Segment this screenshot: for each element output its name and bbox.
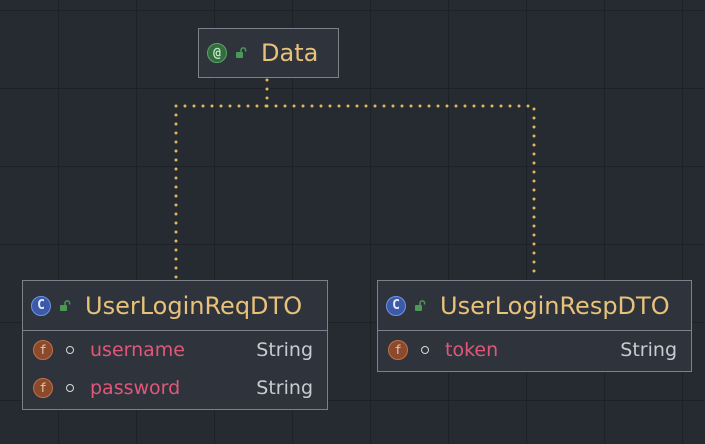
annotation-icon: @: [207, 43, 227, 63]
field-row-username: f username String: [23, 331, 327, 369]
public-visibility-icon: [415, 299, 426, 311]
field-icon: f: [388, 340, 408, 360]
field-type: String: [620, 339, 677, 361]
field-icon: f: [33, 378, 53, 398]
field-row-token: f token String: [378, 331, 691, 369]
field-row-password: f password String: [23, 369, 327, 407]
class-node-user-login-resp-dto[interactable]: C UserLoginRespDTO f token String: [377, 280, 692, 372]
class-node-user-login-req-dto[interactable]: C UserLoginReqDTO f username String f pa…: [22, 280, 328, 410]
class-icon: C: [31, 295, 51, 316]
annotation-node-data[interactable]: @ Data: [198, 28, 339, 78]
public-visibility-icon: [236, 47, 247, 58]
annotation-node-header: @ Data: [199, 29, 338, 77]
public-visibility-icon: [60, 299, 71, 311]
private-visibility-icon: [421, 346, 429, 354]
annotation-name: Data: [261, 39, 319, 67]
field-name: username: [90, 339, 185, 361]
private-visibility-icon: [66, 346, 74, 354]
class-node-header: C UserLoginReqDTO: [23, 281, 327, 331]
dependency-edge-resp-to-data: [265, 104, 536, 282]
dependency-edge-req-to-data: [174, 78, 269, 282]
field-type: String: [256, 339, 313, 361]
class-name: UserLoginRespDTO: [440, 291, 670, 320]
field-name: token: [445, 339, 499, 361]
field-name: password: [90, 377, 181, 399]
class-node-header: C UserLoginRespDTO: [378, 281, 691, 331]
class-icon: C: [386, 295, 406, 316]
field-type: String: [256, 377, 313, 399]
field-icon: f: [33, 340, 53, 360]
private-visibility-icon: [66, 384, 74, 392]
class-name: UserLoginReqDTO: [85, 291, 303, 320]
